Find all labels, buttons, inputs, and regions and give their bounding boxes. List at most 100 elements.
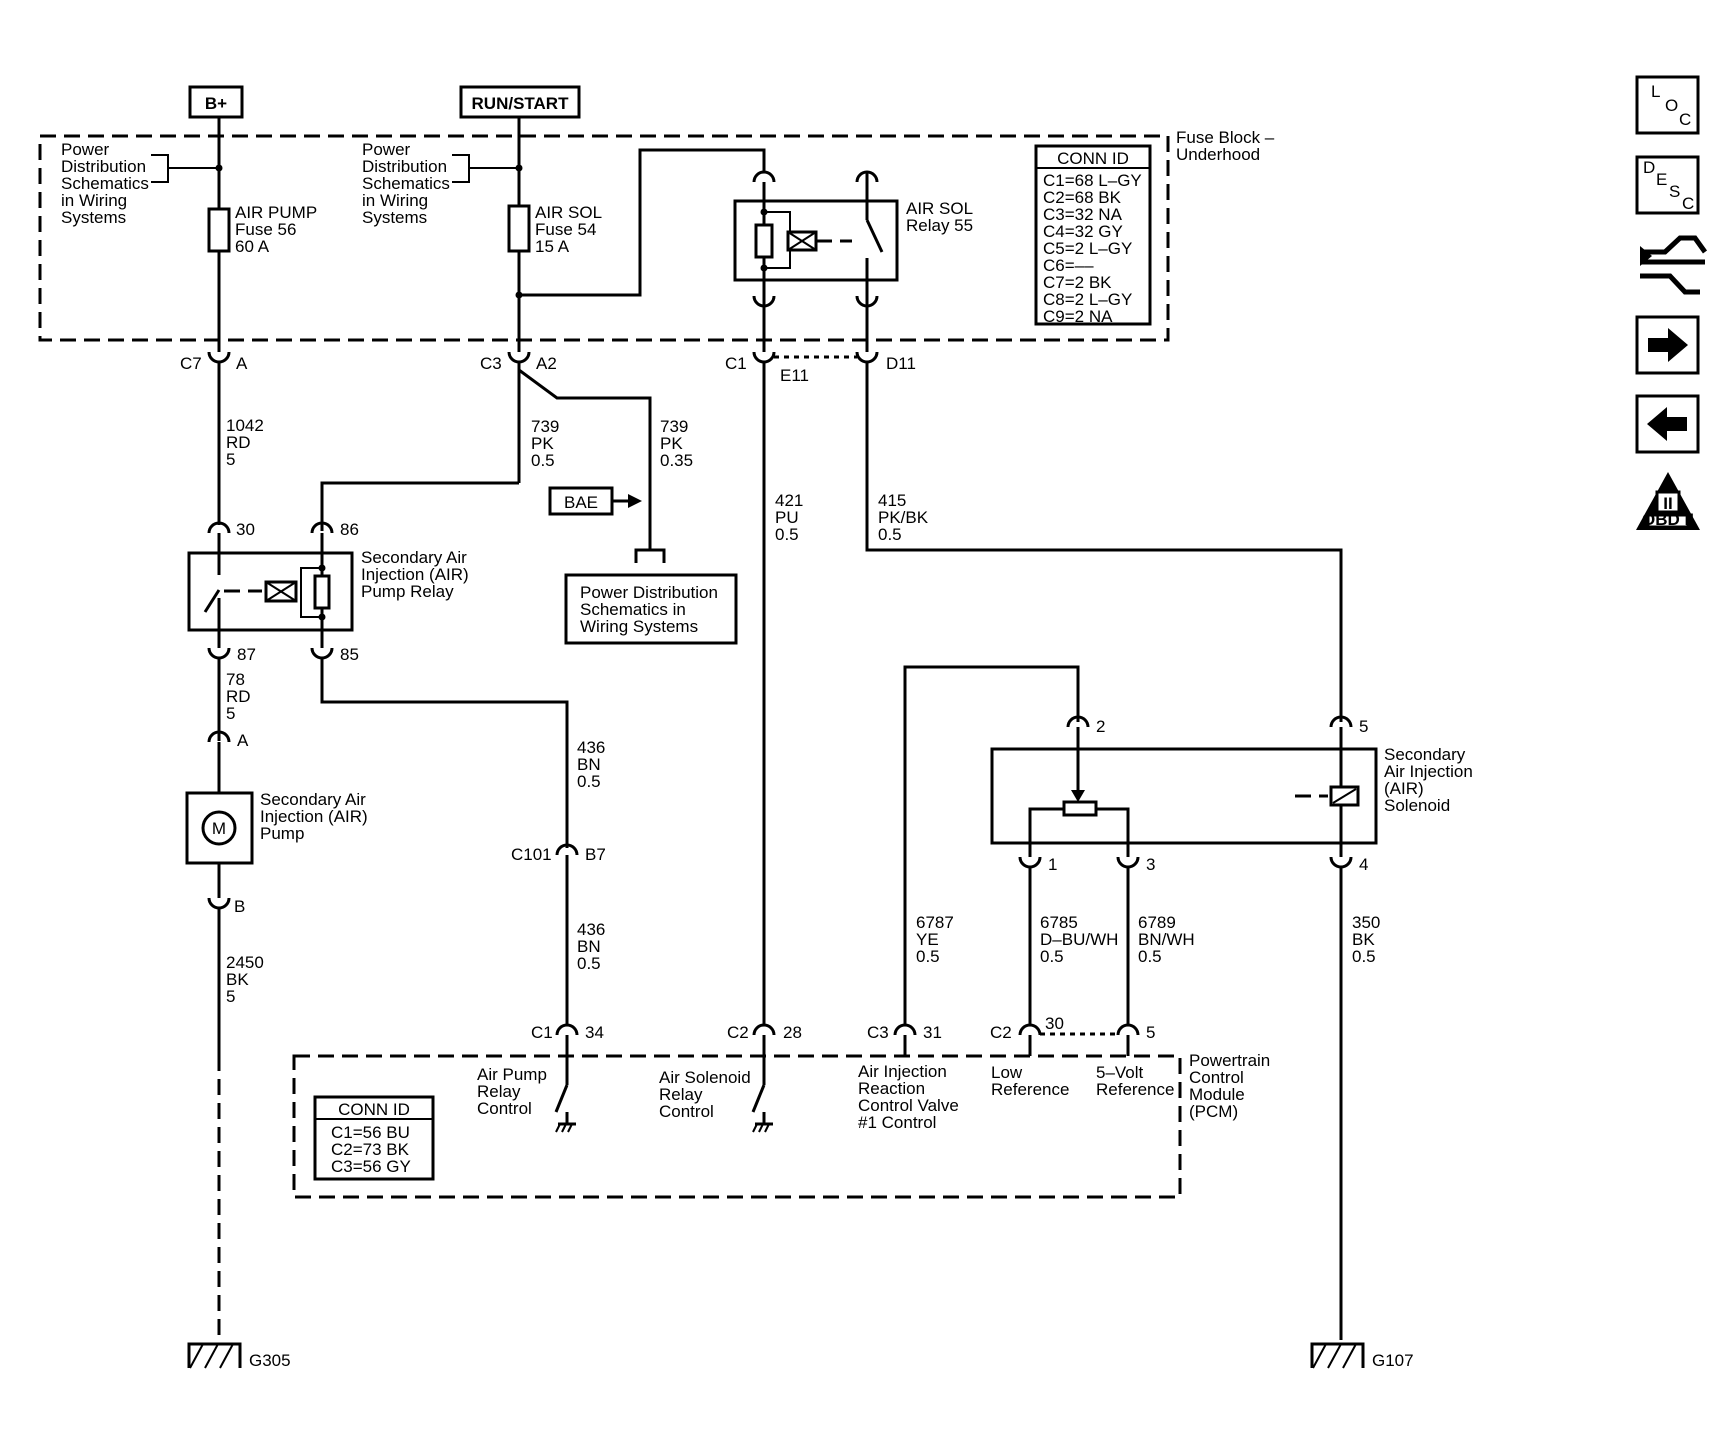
power-distribution-ref-a: Power Distribution Schematics in Wiring … (61, 140, 219, 227)
svg-text:436: 436 (577, 920, 605, 939)
svg-text:Schematics: Schematics (362, 174, 450, 193)
connector-d11: D11 (774, 296, 1343, 722)
wire-350: 350 BK 0.5 (1339, 867, 1380, 1340)
wire-2450: 2450 BK 5 (217, 908, 264, 1340)
wire-6789: 6789 BN/WH 0.5 (1126, 867, 1195, 1025)
svg-text:Control: Control (477, 1099, 532, 1118)
svg-text:86: 86 (340, 520, 359, 539)
svg-text:30: 30 (1045, 1014, 1064, 1033)
ground-g107: G107 (1310, 1342, 1414, 1370)
svg-text:4: 4 (1359, 855, 1368, 874)
previous-arrow-icon[interactable] (1635, 394, 1700, 454)
svg-text:RD: RD (226, 687, 251, 706)
svg-text:5: 5 (226, 987, 235, 1006)
svg-text:Secondary: Secondary (1384, 745, 1466, 764)
svg-text:1: 1 (1048, 855, 1057, 874)
svg-text:B7: B7 (585, 845, 606, 864)
svg-text:RUN/START: RUN/START (472, 94, 570, 113)
pcm-connector-c3-31: C3 31 (867, 1023, 942, 1042)
desc-icon[interactable]: D E S C (1635, 155, 1700, 215)
svg-text:28: 28 (783, 1023, 802, 1042)
svg-text:Schematics in: Schematics in (580, 600, 686, 619)
connector-c1-e11: C1 E11 (725, 296, 809, 1025)
power-distribution-ref-b: Power Distribution Schematics in Wiring … (362, 140, 519, 227)
obd-ii-icon[interactable]: II OBD II (1636, 472, 1700, 530)
pcm-connector-c1-34: C1 34 (531, 1023, 604, 1042)
power-distribution-ref-c: Power Distribution Schematics in Wiring … (564, 548, 738, 645)
svg-text:0.5: 0.5 (878, 525, 902, 544)
pcm-connector-c2-28: C2 28 (727, 1023, 802, 1042)
bplus-supply: B+ (188, 85, 244, 119)
svg-text:1042: 1042 (226, 416, 264, 435)
svg-text:31: 31 (923, 1023, 942, 1042)
svg-text:5–Volt: 5–Volt (1096, 1063, 1144, 1082)
svg-text:C8=2 L–GY: C8=2 L–GY (1043, 290, 1132, 309)
svg-text:Secondary Air: Secondary Air (260, 790, 366, 809)
svg-text:5: 5 (1146, 1023, 1155, 1042)
ground-g305: G305 (187, 1342, 291, 1370)
svg-text:D–BU/WH: D–BU/WH (1040, 930, 1118, 949)
svg-text:in Wiring: in Wiring (362, 191, 428, 210)
connector-c7-a: C7 A (180, 351, 248, 525)
svg-text:#1 Control: #1 Control (858, 1113, 936, 1132)
fuse-block-underhood: Fuse Block – Underhood (38, 128, 1275, 342)
svg-text:Distribution: Distribution (362, 157, 447, 176)
pcm-module: Powertrain Control Module (PCM) Air Pump… (292, 1035, 1270, 1199)
svg-text:C101: C101 (511, 845, 552, 864)
svg-text:Reference: Reference (991, 1080, 1069, 1099)
svg-text:2450: 2450 (226, 953, 264, 972)
svg-text:BN: BN (577, 755, 601, 774)
svg-text:60 A: 60 A (235, 237, 270, 256)
svg-text:Fuse 54: Fuse 54 (535, 220, 596, 239)
svg-text:C1: C1 (725, 354, 747, 373)
wire-78: 78 RD 5 (217, 658, 251, 741)
svg-text:B: B (234, 897, 245, 916)
svg-text:Air Injection: Air Injection (1384, 762, 1473, 781)
next-arrow-icon[interactable] (1635, 315, 1700, 375)
svg-text:Power: Power (61, 140, 110, 159)
svg-text:E: E (1656, 170, 1667, 189)
svg-text:0.5: 0.5 (1040, 947, 1064, 966)
svg-text:BK: BK (226, 970, 249, 989)
svg-text:Control: Control (659, 1102, 714, 1121)
svg-text:Reaction: Reaction (858, 1079, 925, 1098)
svg-text:BN/WH: BN/WH (1138, 930, 1195, 949)
air-pump-relay: 30 86 87 85 Secondary Air Injection (AIR… (187, 481, 569, 848)
svg-text:Powertrain: Powertrain (1189, 1051, 1270, 1070)
svg-text:PU: PU (775, 508, 799, 527)
svg-text:C: C (1682, 194, 1694, 213)
svg-text:421: 421 (775, 491, 803, 510)
loc-icon[interactable]: L O C (1635, 75, 1700, 135)
svg-text:C3=32 NA: C3=32 NA (1043, 205, 1123, 224)
svg-text:Low: Low (991, 1063, 1023, 1082)
wire-739-b: 739 PK 0.35 (660, 417, 693, 470)
svg-text:PK/BK: PK/BK (878, 508, 929, 527)
svg-text:BAE: BAE (564, 493, 598, 512)
wire-6787: 6787 YE 0.5 (916, 913, 954, 966)
svg-text:C3: C3 (480, 354, 502, 373)
svg-text:Air Solenoid: Air Solenoid (659, 1068, 751, 1087)
svg-text:5: 5 (1359, 717, 1368, 736)
svg-text:AIR SOL: AIR SOL (906, 199, 973, 218)
svg-text:Schematics: Schematics (61, 174, 149, 193)
svg-text:Underhood: Underhood (1176, 145, 1260, 164)
svg-text:Control: Control (1189, 1068, 1244, 1087)
svg-text:5: 5 (226, 704, 235, 723)
svg-text:Injection (AIR): Injection (AIR) (260, 807, 368, 826)
svg-text:C2: C2 (990, 1023, 1012, 1042)
svg-text:C3: C3 (867, 1023, 889, 1042)
svg-text:Fuse Block –: Fuse Block – (1176, 128, 1275, 147)
svg-text:C2=68 BK: C2=68 BK (1043, 188, 1122, 207)
svg-text:PK: PK (660, 434, 683, 453)
wire-739-a: 739 PK 0.5 (531, 417, 559, 470)
svg-text:RD: RD (226, 433, 251, 452)
svg-text:YE: YE (916, 930, 939, 949)
svg-text:B+: B+ (205, 94, 227, 113)
connector-tool-icon[interactable] (1640, 235, 1708, 295)
air-sol-relay-55: AIR SOL Relay 55 (733, 170, 973, 308)
svg-text:6789: 6789 (1138, 913, 1176, 932)
air-solenoid: 2 5 1 3 4 Secondary Air Injection (AIR) … (903, 665, 1473, 1025)
svg-text:II: II (1663, 494, 1672, 513)
svg-text:Reference: Reference (1096, 1080, 1174, 1099)
